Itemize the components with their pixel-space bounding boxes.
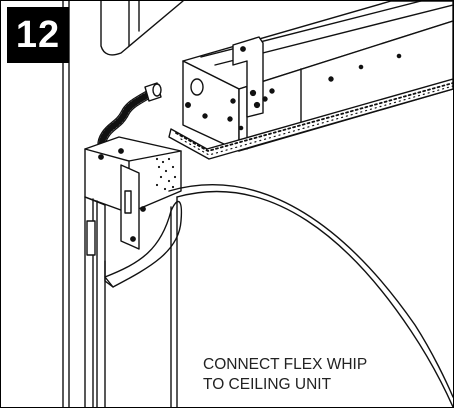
- ceiling-curve: [168, 184, 453, 407]
- caption-line-2: TO CEILING UNIT: [203, 376, 332, 393]
- ceiling-unit: [168, 1, 453, 160]
- step-number-badge: 12: [7, 7, 69, 63]
- caption-line-1: CONNECT FLEX WHIP: [203, 356, 368, 373]
- instruction-caption: CONNECT FLEX WHIP TO CEILING UNIT: [203, 355, 403, 395]
- wall-edges: [62, 1, 184, 407]
- wall-unit: [84, 136, 183, 407]
